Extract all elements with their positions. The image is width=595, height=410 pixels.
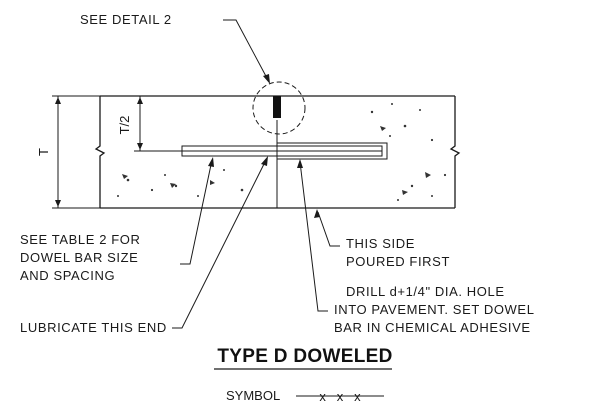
dimension-t	[52, 95, 100, 209]
right-break-line	[449, 96, 461, 208]
drill-line-3: BAR IN CHEMICAL ADHESIVE	[334, 320, 531, 335]
drill-note: DRILL d+1/4" DIA. HOLE INTO PAVEMENT. SE…	[334, 284, 535, 335]
drilled-hole	[276, 142, 388, 160]
symbol-marks: x x x	[319, 389, 361, 404]
drill-line-1: DRILL d+1/4" DIA. HOLE	[346, 284, 505, 299]
see-detail-arrowhead	[263, 74, 270, 84]
dimension-t-half-label: T/2	[117, 116, 132, 135]
table-ref-leader	[180, 159, 213, 265]
lubricate-arrowhead	[261, 156, 268, 166]
see-detail-leader	[223, 19, 269, 81]
drill-arrowhead	[297, 159, 303, 168]
pour-sequence-note: THIS SIDE POURED FIRST	[346, 236, 450, 269]
joint-sealant	[273, 96, 281, 118]
detail-2-circle	[252, 81, 306, 135]
table-ref-line-1: SEE TABLE 2 FOR	[20, 232, 141, 247]
drill-leader	[299, 161, 328, 312]
this-side-line-2: POURED FIRST	[346, 254, 450, 269]
left-break-line	[94, 96, 106, 208]
see-detail-label: SEE DETAIL 2	[80, 12, 172, 27]
symbol-label: SYMBOL	[226, 388, 280, 403]
this-side-arrowhead	[314, 209, 320, 218]
this-side-leader	[317, 211, 340, 247]
dimension-t-label: T	[36, 148, 51, 156]
table-ref-arrowhead	[208, 157, 214, 167]
dimension-t-half	[134, 95, 182, 152]
concrete-aggregate-texture	[117, 103, 447, 201]
lubricate-label: LUBRICATE THIS END	[20, 320, 167, 335]
this-side-line-1: THIS SIDE	[346, 236, 415, 251]
drill-line-2: INTO PAVEMENT. SET DOWEL	[334, 302, 535, 317]
lubricate-leader	[172, 159, 267, 329]
table-reference-note: SEE TABLE 2 FOR DOWEL BAR SIZE AND SPACI…	[20, 232, 141, 283]
table-ref-line-3: AND SPACING	[20, 268, 115, 283]
table-ref-line-2: DOWEL BAR SIZE	[20, 250, 138, 265]
drawing-title: TYPE D DOWELED	[217, 346, 392, 367]
